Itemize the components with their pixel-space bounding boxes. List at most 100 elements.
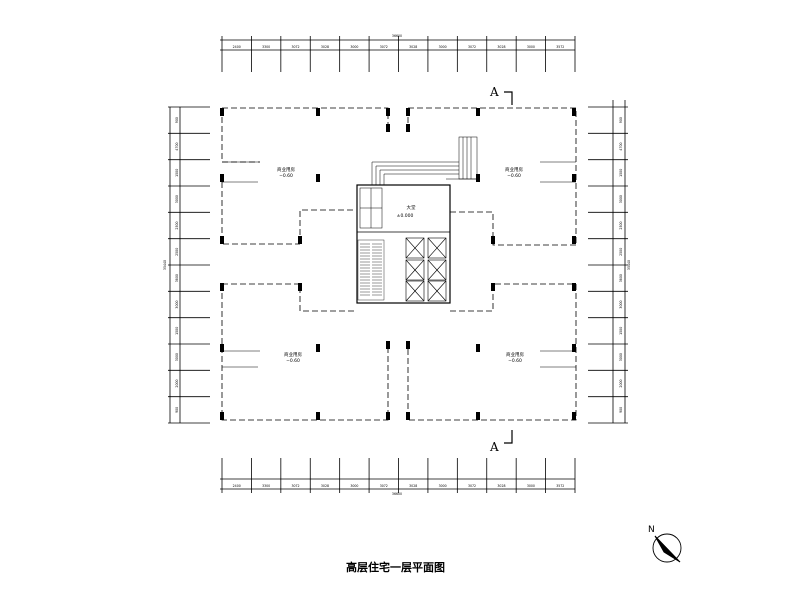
room-level-ne: −0.60 <box>507 173 521 179</box>
bottom-dim-segment-label: 2400 <box>233 484 241 488</box>
column <box>572 174 576 182</box>
left-dim-segment-label: 4700 <box>175 142 179 150</box>
top-dim-segment-label: 3072 <box>291 45 299 49</box>
lobby-level: ±0.000 <box>397 213 414 219</box>
top-dim-segment-label: 3300 <box>262 45 270 49</box>
right-overall-dimension: 35440 <box>627 260 631 270</box>
right-dim-segment-label: 1500 <box>619 327 623 335</box>
left-overall-dimension: 35440 <box>163 260 167 270</box>
column <box>316 344 320 352</box>
column <box>491 236 495 244</box>
column <box>386 108 390 116</box>
left-dim-segment-label: 3000 <box>175 195 179 203</box>
drawing-title: 高层住宅一层平面图 <box>346 561 445 574</box>
top-dim-segment-label: 3000 <box>527 45 535 49</box>
column <box>316 174 320 182</box>
left-dim-segment-label: 2500 <box>175 221 179 229</box>
column <box>476 108 480 116</box>
column <box>406 108 410 116</box>
elevator-bank <box>405 237 447 302</box>
room-level-sw: −0.60 <box>286 358 300 364</box>
svg-text:N: N <box>648 525 655 535</box>
right-dim-segment-label: 900 <box>619 407 623 413</box>
column <box>406 412 410 420</box>
bottom-dim-segment-label: 3072 <box>380 484 388 488</box>
column <box>572 108 576 116</box>
bottom-dim-segment-label: 3028 <box>497 484 505 488</box>
column <box>491 283 495 291</box>
top-dim-segment-label: 3000 <box>439 45 447 49</box>
left-dim-segment-label: 900 <box>175 117 179 123</box>
left-dim-segment-label: 3000 <box>175 300 179 308</box>
top-dim-segment-label: 3028 <box>321 45 329 49</box>
room-labels: 商业用房 −0.60 商业用房 −0.60 商业用房 −0.60 商业用房 −0… <box>277 166 524 364</box>
left-dim-segment-label: 2500 <box>175 248 179 256</box>
column <box>572 283 576 291</box>
right-dimension-chain <box>588 100 628 424</box>
top-dim-segment-label: 3072 <box>380 45 388 49</box>
right-dim-segment-label: 3800 <box>619 274 623 282</box>
column <box>386 412 390 420</box>
top-dim-segment-label: 3028 <box>497 45 505 49</box>
room-name-nw: 商业用房 <box>277 166 295 173</box>
left-dim-segment-label: 2000 <box>175 379 179 387</box>
column <box>220 174 224 182</box>
bottom-dim-segment-label: 3000 <box>350 484 358 488</box>
bottom-dim-segment-label: 3028 <box>321 484 329 488</box>
structural-columns <box>220 108 576 420</box>
room-level-se: −0.60 <box>508 358 522 364</box>
right-dim-segment-label: 1500 <box>619 169 623 177</box>
right-dim-segment-label: 3000 <box>619 195 623 203</box>
column <box>220 236 224 244</box>
column <box>386 124 390 132</box>
entrance-ramp <box>371 136 478 185</box>
column <box>220 283 224 291</box>
building-outline <box>221 107 577 421</box>
top-dim-segment-label: 2400 <box>233 45 241 49</box>
section-cut-markers <box>504 91 513 444</box>
top-dimension-chain <box>220 36 576 72</box>
bottom-dimension-chain <box>220 458 576 493</box>
lobby-name: 大堂 <box>407 204 416 211</box>
partition-lines <box>222 161 576 368</box>
bottom-dim-segment-label: 3572 <box>556 484 564 488</box>
top-dim-segment-label: 3028 <box>409 45 417 49</box>
bottom-dim-segment-label: 3072 <box>291 484 299 488</box>
building-core <box>356 184 451 304</box>
room-name-sw: 商业用房 <box>284 351 302 358</box>
column <box>298 236 302 244</box>
right-dim-segment-label: 900 <box>619 117 623 123</box>
left-dim-segment-label: 3800 <box>175 274 179 282</box>
column <box>476 412 480 420</box>
room-level-nw: −0.60 <box>279 173 293 179</box>
core-small-rooms <box>359 187 383 229</box>
stair-well <box>357 239 385 301</box>
left-dim-segment-label: 1500 <box>175 169 179 177</box>
column <box>316 108 320 116</box>
column <box>572 236 576 244</box>
column <box>406 124 410 132</box>
top-dim-segment-label: 3000 <box>350 45 358 49</box>
column <box>220 344 224 352</box>
column <box>476 174 480 182</box>
left-dim-segment-label: 3000 <box>175 353 179 361</box>
room-name-se: 商业用房 <box>506 351 524 358</box>
top-dim-segment-label: 3572 <box>556 45 564 49</box>
column <box>386 341 390 349</box>
right-dim-segment-label: 2500 <box>619 221 623 229</box>
left-dim-segment-label: 1500 <box>175 327 179 335</box>
room-name-ne: 商业用房 <box>505 166 523 173</box>
section-label-top: A <box>489 85 499 99</box>
bottom-overall-dimension: 36600 <box>392 492 402 496</box>
bottom-dim-segment-label: 3000 <box>439 484 447 488</box>
right-dim-segment-label: 4700 <box>619 142 623 150</box>
left-dim-segment-label: 900 <box>175 407 179 413</box>
left-dimension-chain <box>168 106 210 424</box>
right-dim-segment-label: 2000 <box>619 379 623 387</box>
column <box>572 344 576 352</box>
column <box>220 412 224 420</box>
column <box>298 283 302 291</box>
north-arrow-icon: N <box>648 525 682 563</box>
column <box>316 412 320 420</box>
